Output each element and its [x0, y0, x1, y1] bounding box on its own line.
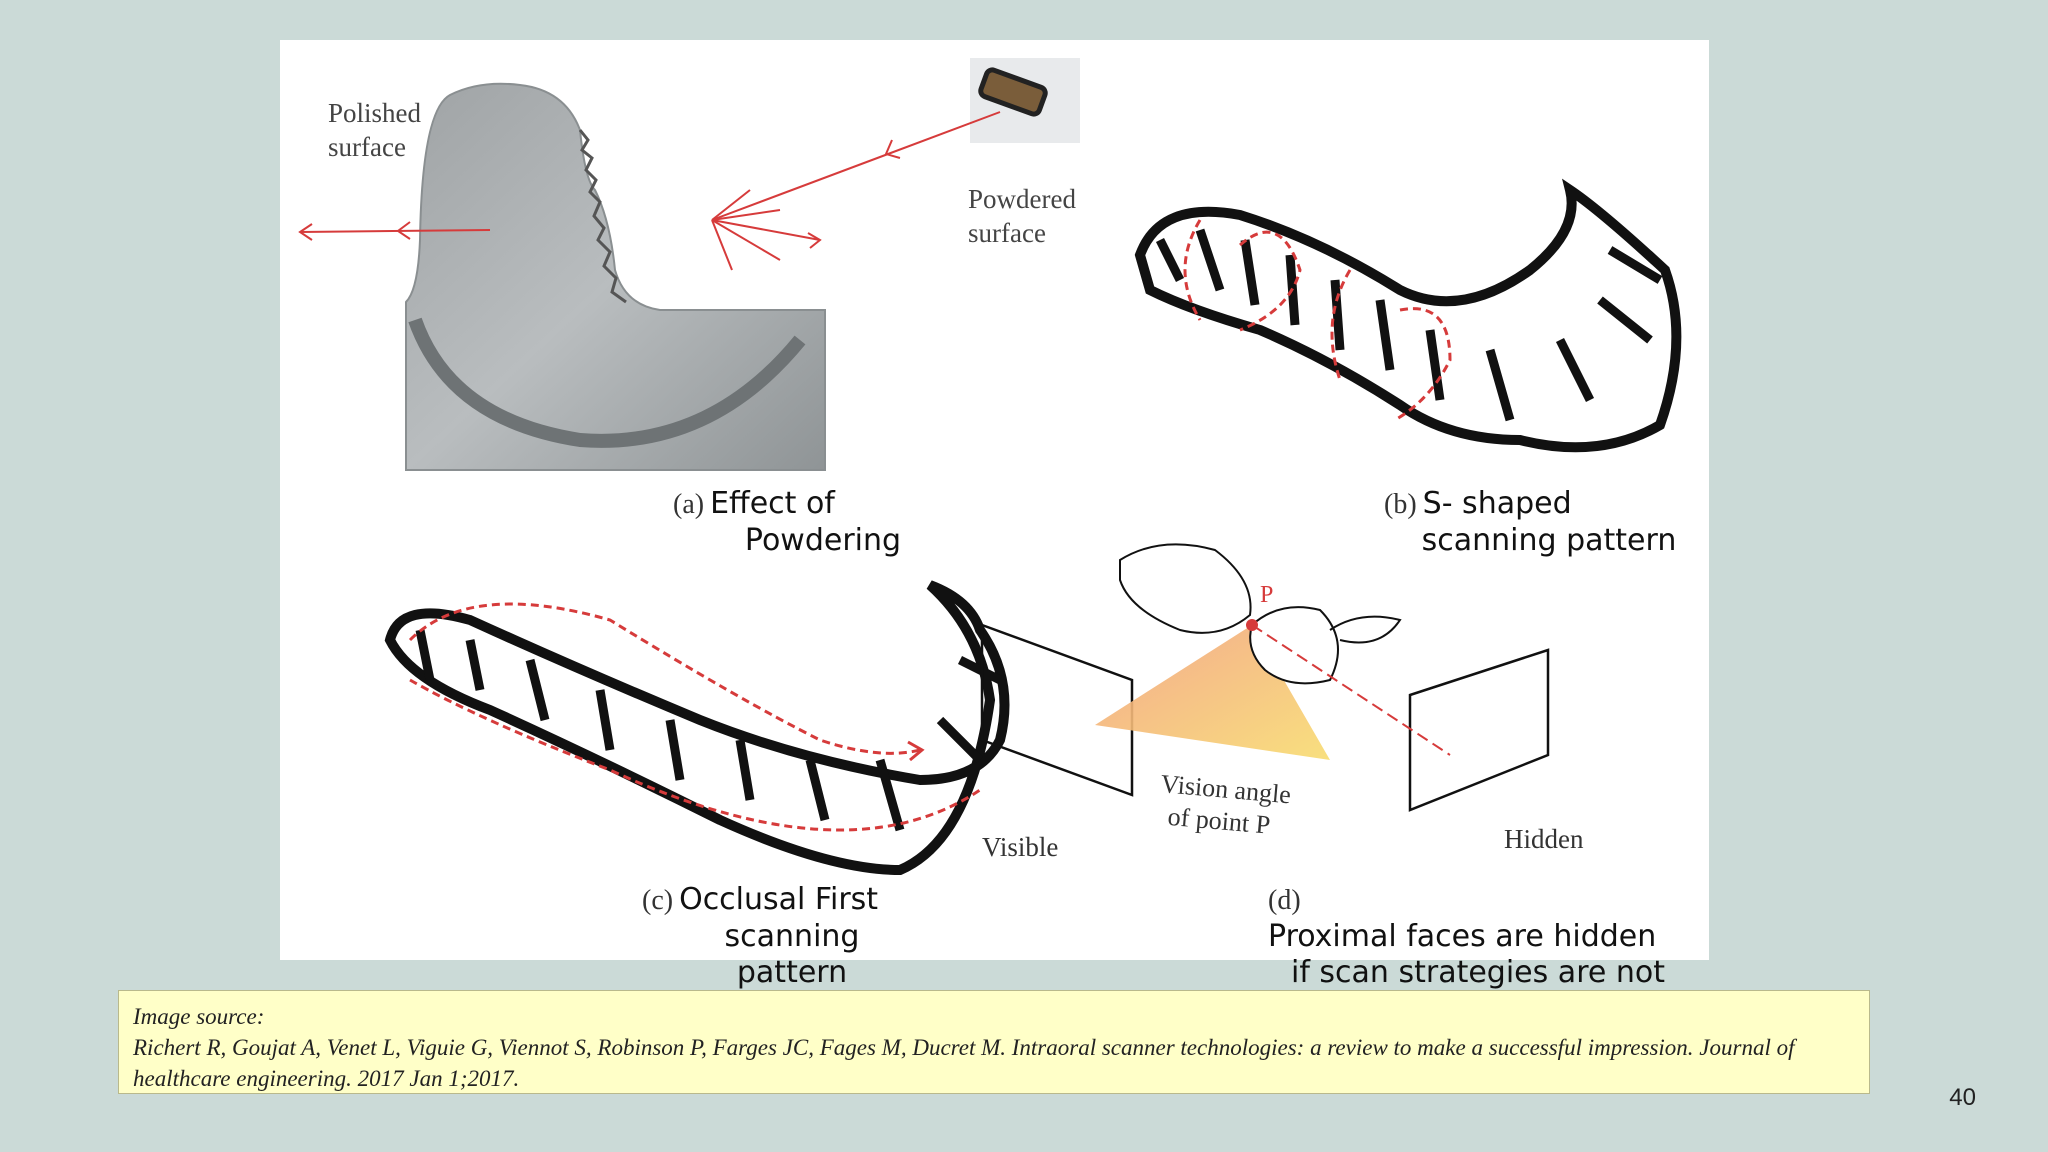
hidden-plane	[1408, 648, 1550, 812]
hidden-label: Hidden	[1504, 824, 1584, 854]
polished-surface-label: Polished surface	[328, 98, 428, 162]
scanner-head	[978, 67, 1048, 117]
powdered-surface-label: Powdered surface	[968, 184, 1083, 248]
panel-c-illustration	[384, 580, 1010, 876]
figure-illustration: Polished surface Powdered surface	[298, 58, 1682, 876]
scatter-ray	[711, 219, 733, 271]
page-number: 40	[1949, 1084, 1976, 1111]
dental-arch-outline	[384, 580, 1010, 876]
scatter-ray	[711, 189, 751, 221]
panel-a-illustration: Polished surface Powdered surface	[298, 58, 1083, 471]
arrow-head-icon	[396, 221, 411, 240]
caption-a-tag: (a)	[673, 489, 705, 520]
point-p-marker	[1246, 619, 1258, 631]
figure-panel: Polished surface Powdered surface	[280, 40, 1709, 1026]
arrow-head-icon	[884, 139, 901, 159]
arrow-head-icon	[298, 223, 313, 241]
occlusal-scan-path-upper	[408, 602, 921, 755]
image-source-box: Image source: Richert R, Goujat A, Venet…	[118, 990, 1870, 1094]
arrow-head-icon	[807, 232, 822, 249]
dental-arch-outline	[1134, 178, 1682, 453]
image-source-heading: Image source:	[133, 1004, 265, 1029]
tooth-right	[1249, 606, 1339, 685]
tooth-root	[1329, 615, 1402, 644]
arrow-head-icon	[907, 740, 925, 762]
panel-b-illustration	[1134, 178, 1682, 453]
panel-d-illustration: P Vision angle of point P Visible Hidden	[980, 543, 1584, 862]
hidden-ray	[1251, 624, 1451, 756]
enamel-layer	[408, 317, 806, 448]
scatter-ray	[711, 219, 821, 241]
polished-ray	[299, 229, 491, 233]
scatter-ray	[711, 209, 781, 221]
visible-plane	[980, 623, 1134, 797]
point-p-label: P	[1260, 582, 1273, 608]
vision-angle-label: Vision angle of point P	[1157, 769, 1299, 842]
caption-d-tag: (d)	[1268, 885, 1301, 916]
powdered-edge	[578, 129, 627, 304]
image-source-citation: Richert R, Goujat A, Venet L, Viguie G, …	[133, 1035, 1795, 1091]
occlusal-scan-path-lower	[409, 678, 981, 832]
scatter-ray	[711, 219, 781, 261]
tooth-cusps	[415, 629, 1003, 832]
tooth-left	[1119, 543, 1252, 634]
caption-b-tag: (b)	[1384, 489, 1417, 520]
s-scan-path	[1183, 219, 1452, 422]
caption-c-tag: (c)	[642, 885, 674, 916]
visible-label: Visible	[982, 832, 1058, 862]
incident-ray	[711, 111, 1001, 221]
